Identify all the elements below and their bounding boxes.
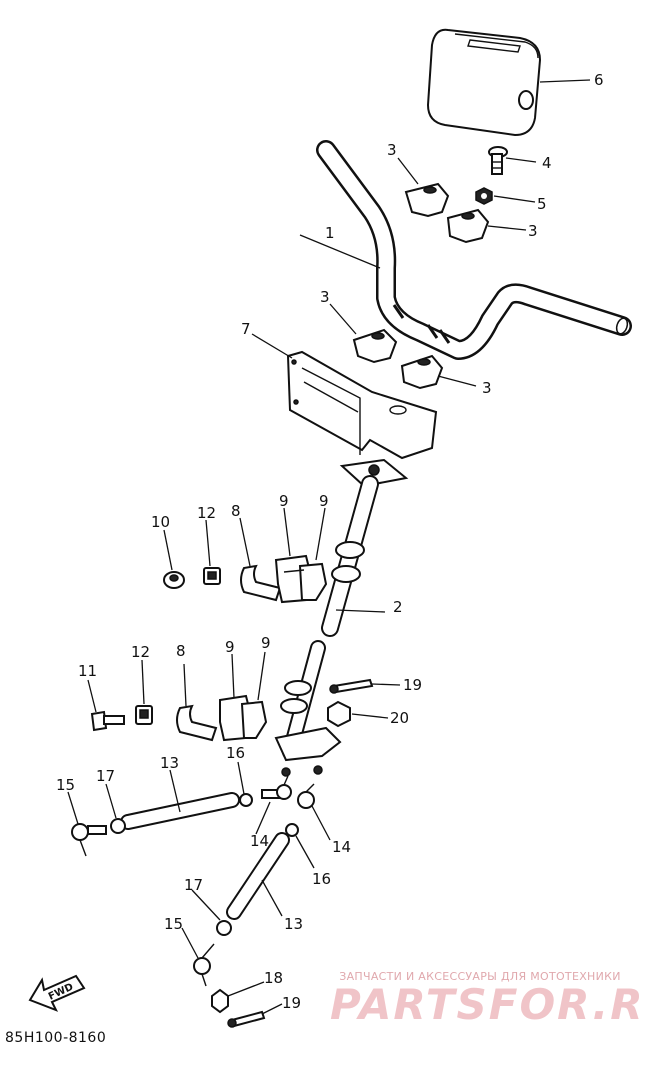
callout-4: 4 <box>542 154 552 172</box>
forward-arrow-icon: FWD <box>28 974 86 1012</box>
part-18-nut <box>211 988 229 1014</box>
callout-8b: 8 <box>176 642 186 660</box>
part-2-steering-column <box>274 458 409 777</box>
callout-8a: 8 <box>231 502 241 520</box>
callout-3d: 3 <box>482 379 492 397</box>
part-13-tie-rod-lower <box>226 832 290 920</box>
part-14-ball-joint-right <box>297 783 315 809</box>
part-16-upper <box>239 793 253 807</box>
watermark: ЗАПЧАСТИ И АКСЕССУАРЫ ДЛЯ МОТОТЕХНИКИ PA… <box>330 970 647 1029</box>
callout-3a: 3 <box>387 141 397 159</box>
part-19-lower <box>227 1010 266 1028</box>
part-15-tie-rod-end-upper <box>71 823 107 857</box>
callout-19a: 19 <box>403 676 422 694</box>
part-14-ball-joint-left <box>261 775 292 800</box>
callout-18: 18 <box>264 969 283 987</box>
callout-17b: 17 <box>184 876 203 894</box>
callout-20: 20 <box>390 709 409 727</box>
callout-17a: 17 <box>96 767 115 785</box>
part-6-handlebar-pad <box>426 28 542 137</box>
part-3-holder-lower-right <box>400 354 444 390</box>
callout-16b: 16 <box>312 870 331 888</box>
callout-1: 1 <box>325 224 335 242</box>
callout-6: 6 <box>594 71 604 89</box>
part-20-nut <box>327 700 351 728</box>
part-3-holder-lower-left <box>352 328 398 364</box>
callout-10: 10 <box>151 513 170 531</box>
callout-12a: 12 <box>197 504 216 522</box>
part-8-lower <box>176 704 218 742</box>
callout-7: 7 <box>241 320 251 338</box>
part-17-lower <box>216 920 232 936</box>
leader-lines <box>67 79 591 1015</box>
callout-15a: 15 <box>56 776 75 794</box>
callout-2: 2 <box>393 598 403 616</box>
part-3-holder-upper-left <box>404 182 450 218</box>
watermark-brand: PARTSFOR.RU <box>330 980 647 1029</box>
part-19-upper <box>329 678 374 694</box>
part-12-lower <box>135 705 153 725</box>
callout-3c: 3 <box>320 288 330 306</box>
part-17-upper <box>110 818 126 834</box>
part-7-handlebar-bracket <box>286 350 438 460</box>
part-15-tie-rod-end-lower <box>193 943 215 987</box>
callout-9b: 9 <box>319 492 329 510</box>
callout-11: 11 <box>78 662 97 680</box>
callout-9a: 9 <box>279 492 289 510</box>
callout-9c: 9 <box>225 638 235 656</box>
part-9-lower <box>219 694 268 742</box>
part-12-upper <box>203 567 221 585</box>
callout-19b: 19 <box>282 994 301 1012</box>
part-8-upper <box>240 564 282 602</box>
part-16-lower <box>285 823 299 837</box>
part-11-bolt <box>90 710 125 732</box>
part-5-nut <box>475 187 493 205</box>
part-1-handlebar <box>316 140 632 360</box>
callout-16a: 16 <box>226 744 245 762</box>
part-4-bolt <box>488 146 508 175</box>
part-3-holder-upper-right <box>446 208 490 244</box>
part-9-upper <box>274 554 328 604</box>
watermark-tagline: ЗАПЧАСТИ И АКСЕССУАРЫ ДЛЯ МОТОТЕХНИКИ <box>339 970 621 983</box>
part-10-collar <box>163 571 185 589</box>
callout-9d: 9 <box>261 634 271 652</box>
callout-15b: 15 <box>164 915 183 933</box>
callout-14b: 14 <box>332 838 351 856</box>
callout-3b: 3 <box>528 222 538 240</box>
callout-13b: 13 <box>284 915 303 933</box>
callout-5: 5 <box>537 195 547 213</box>
callout-13a: 13 <box>160 754 179 772</box>
callout-12b: 12 <box>131 643 150 661</box>
callout-14a: 14 <box>250 832 269 850</box>
diagram-code: 85H100-8160 <box>5 1030 107 1046</box>
